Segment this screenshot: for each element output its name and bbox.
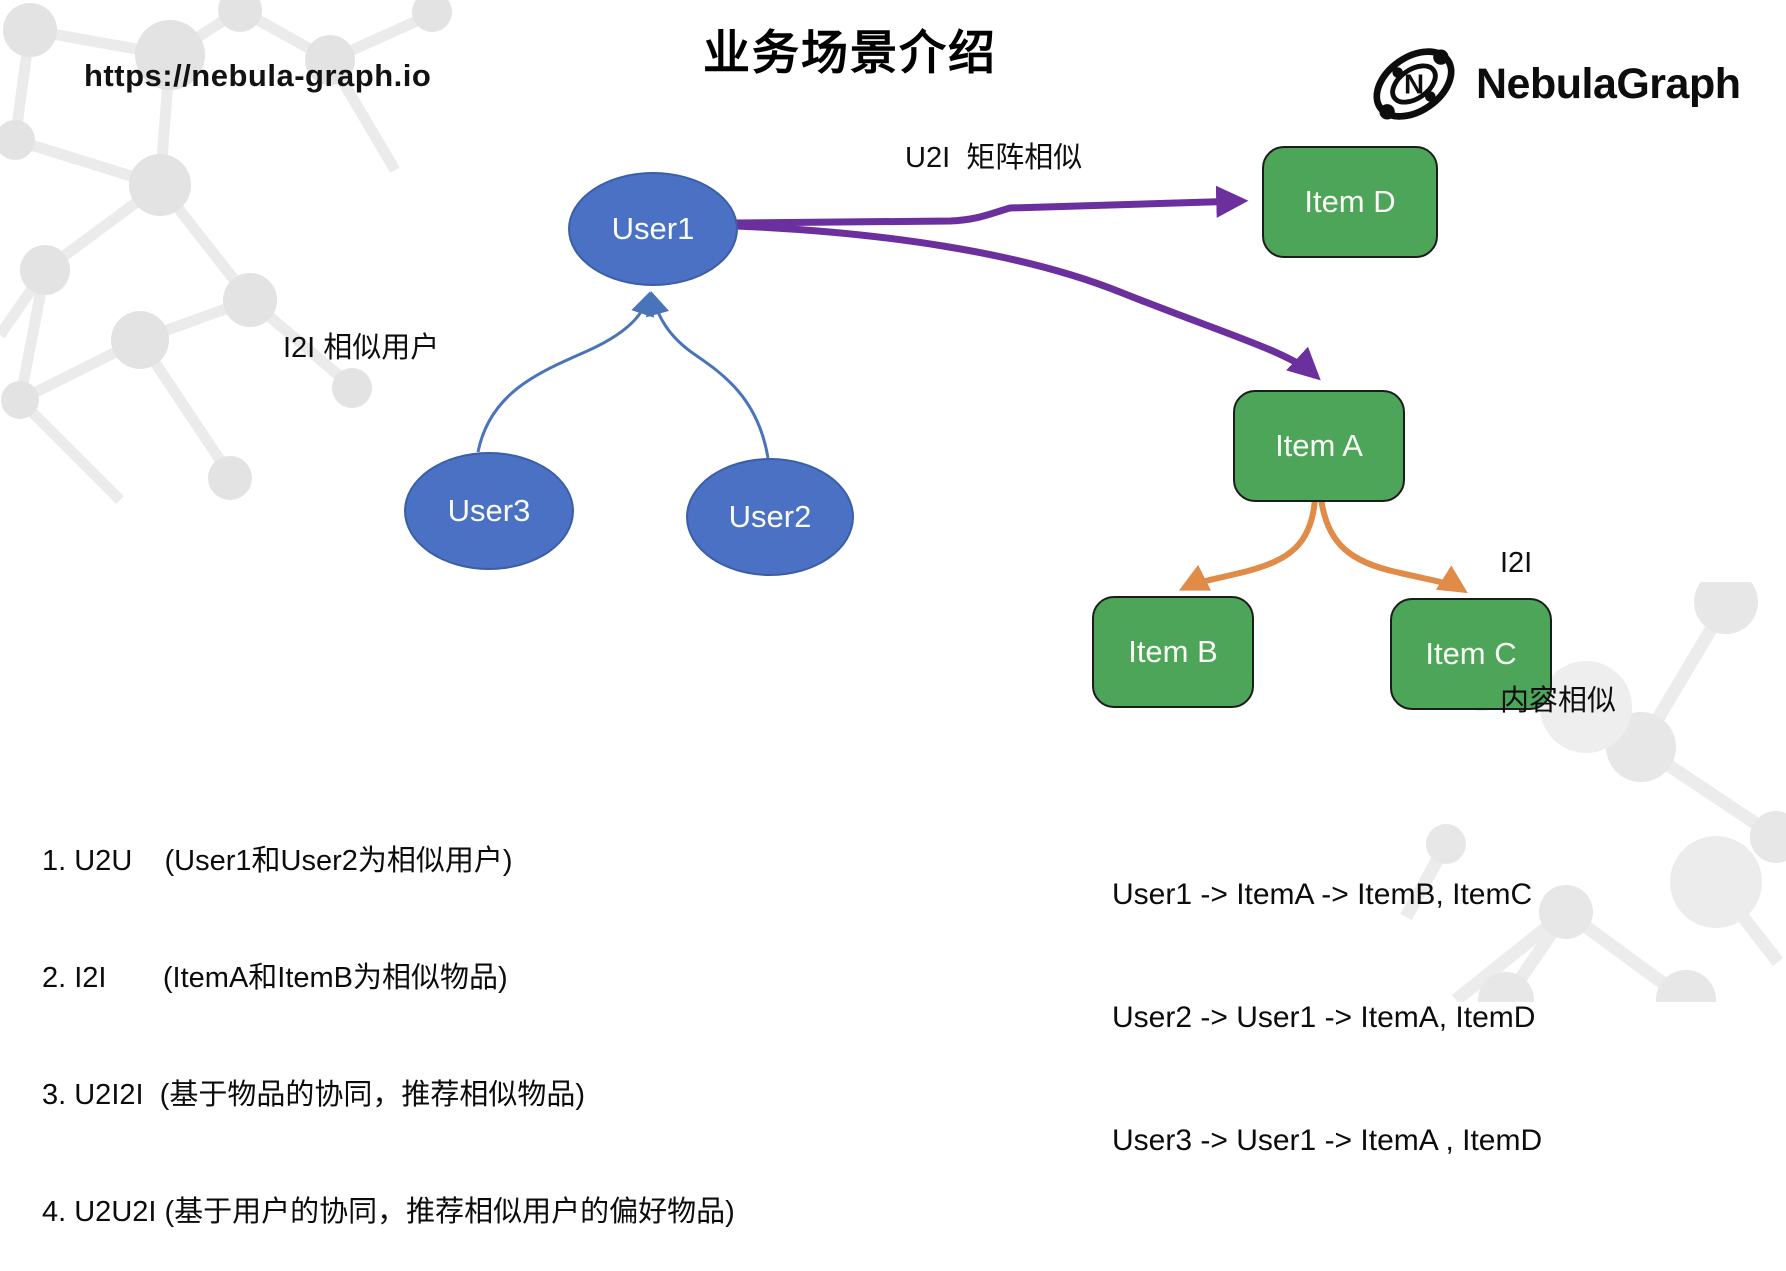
edge-label-i2i-content-similar: I2I 内容相似 — [1500, 448, 1616, 770]
legend-item-u2u: 1. U2U (User1和User2为相似用户) — [42, 845, 513, 877]
page-title: 业务场景介绍 — [703, 26, 997, 79]
node-user2-label: User2 — [728, 499, 812, 534]
edge-user1-to-itemd — [735, 185, 1249, 227]
node-item-b: Item B — [1092, 596, 1254, 708]
nebulagraph-orbit-icon: N — [1373, 48, 1455, 120]
node-user3: User3 — [404, 452, 574, 570]
diagram-edges — [476, 185, 1468, 594]
edge-user3-to-user1 — [476, 291, 655, 453]
edge-user1-to-itema — [735, 222, 1321, 381]
legend-item-i2i: 2. I2I (ItemA和ItemB为相似物品) — [42, 962, 508, 994]
edge-itema-to-itemb — [1178, 497, 1318, 591]
path-user3: User3 -> User1 -> ItemA , ItemD — [1112, 1124, 1543, 1157]
node-item-a: Item A — [1233, 390, 1405, 502]
recommendation-paths: User1 -> ItemA -> ItemB, ItemC User2 -> … — [1112, 792, 1542, 1202]
logo-letter: N — [1404, 69, 1424, 100]
node-user1-label: User1 — [611, 211, 695, 246]
node-user2: User2 — [686, 458, 854, 576]
node-user3-label: User3 — [447, 493, 531, 528]
edge-label-i2i-line1: I2I — [1500, 547, 1533, 579]
node-user1: User1 — [568, 172, 738, 286]
edge-label-similar-users: I2I 相似用户 — [283, 332, 440, 364]
node-item-d-label: Item D — [1304, 184, 1396, 219]
path-user2: User2 -> User1 -> ItemA, ItemD — [1112, 1001, 1536, 1034]
legend-item-u2u2i: 4. U2U2I (基于用户的协同，推荐相似用户的偏好物品) — [42, 1196, 735, 1228]
node-item-b-label: Item B — [1128, 634, 1218, 669]
nebulagraph-logo: N NebulaGraph — [1366, 36, 1741, 132]
site-url-text: https://nebula-graph.io — [84, 58, 432, 93]
node-item-d: Item D — [1262, 146, 1438, 258]
path-user1: User1 -> ItemA -> ItemB, ItemC — [1112, 878, 1533, 911]
edge-label-i2i-line2: 内容相似 — [1500, 685, 1617, 717]
nebulagraph-logo-text: NebulaGraph — [1476, 59, 1741, 108]
legend-list: 1. U2U (User1和User2为相似用户) 2. I2I (ItemA和… — [42, 764, 735, 1271]
edge-itema-to-itemc — [1318, 497, 1468, 594]
edge-label-u2i-matrix-similar: U2I 矩阵相似 — [905, 142, 1083, 174]
edge-user2-to-user1 — [645, 291, 770, 459]
node-item-a-label: Item A — [1275, 428, 1363, 463]
legend-item-u2i2i: 3. U2I2I (基于物品的协同，推荐相似物品) — [42, 1079, 585, 1111]
